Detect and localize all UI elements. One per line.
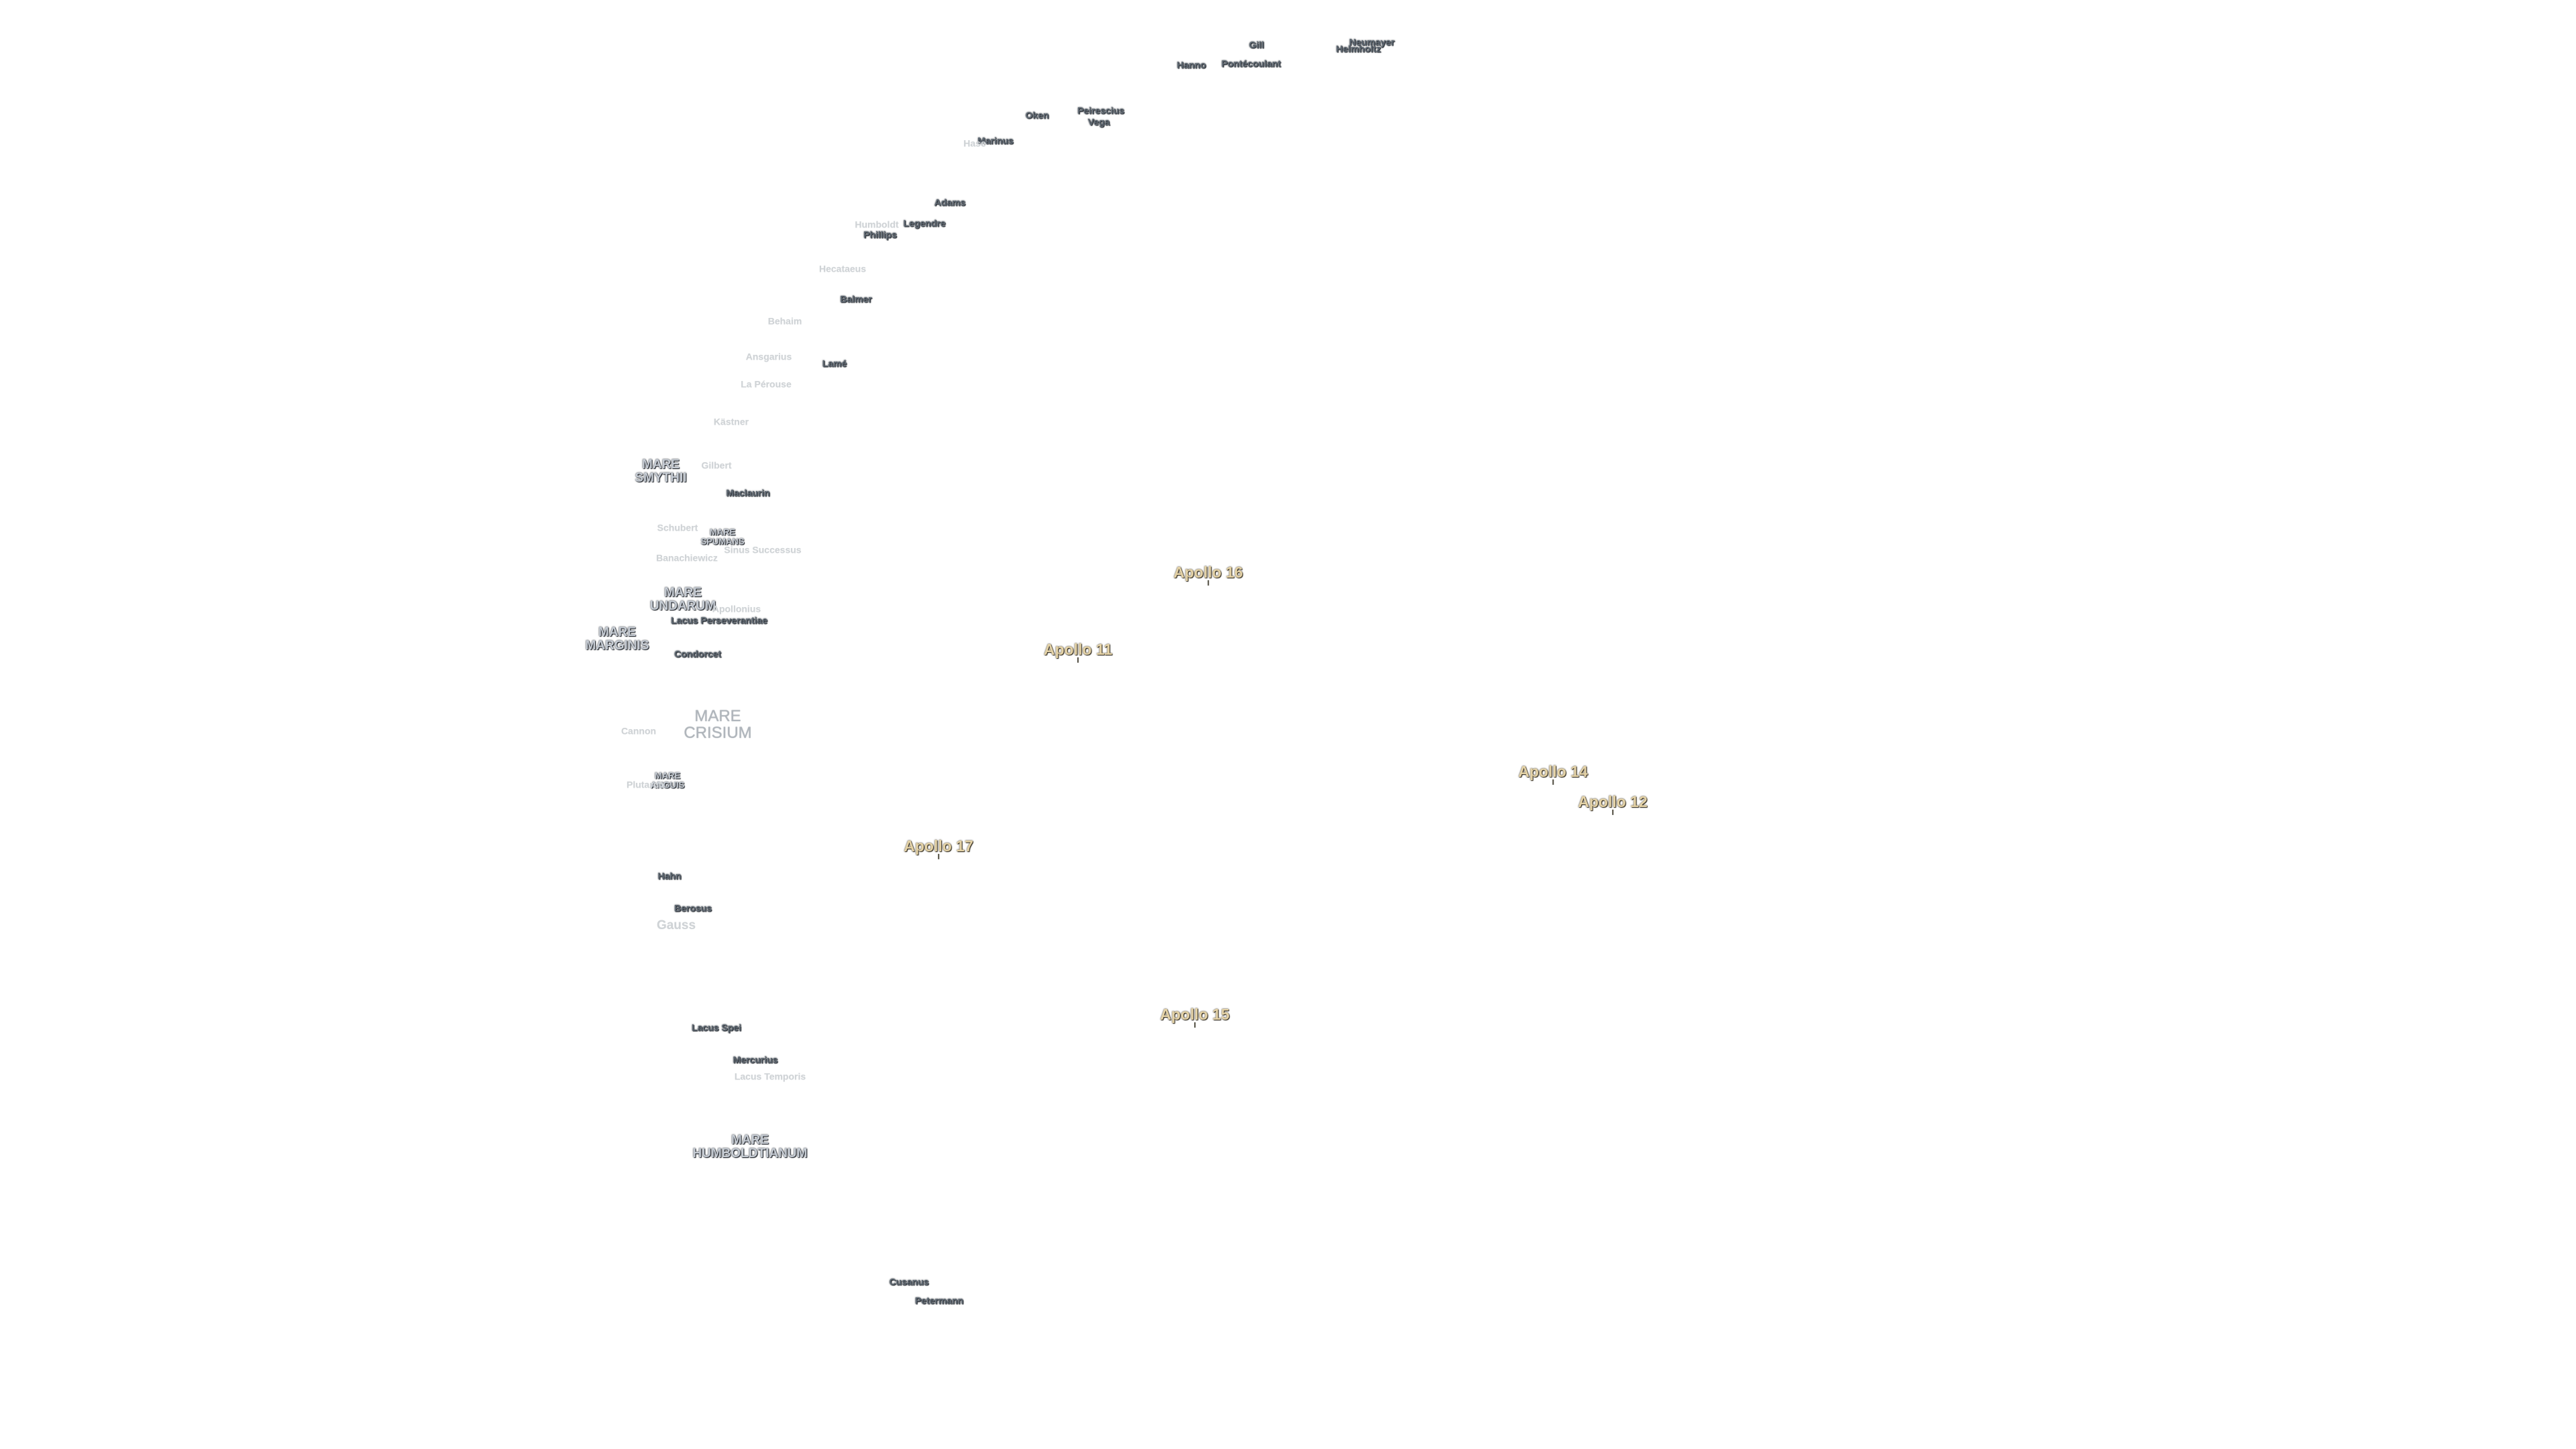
- landing-site-label: Apollo 16: [1173, 563, 1243, 581]
- crater-label-pontecoulant[interactable]: Pontécoulant: [1221, 58, 1281, 69]
- crater-label-hase[interactable]: Hase: [963, 138, 986, 149]
- crater-label-lacus-temporis[interactable]: Lacus Temporis: [734, 1071, 806, 1082]
- crater-label-kastner[interactable]: Kästner: [713, 416, 749, 427]
- crater-label-ansgarius[interactable]: Ansgarius: [745, 351, 792, 362]
- crater-label-hahn[interactable]: Hahn: [657, 870, 682, 881]
- landing-site-marker-icon: [1611, 810, 1613, 815]
- landing-site-apollo-15[interactable]: Apollo 15: [1160, 1006, 1230, 1028]
- crater-label-phillips[interactable]: Phillips: [863, 229, 897, 240]
- landing-site-marker-icon: [1077, 657, 1079, 663]
- crater-label-oken[interactable]: Oken: [1025, 109, 1049, 121]
- crater-label-schubert[interactable]: Schubert: [657, 522, 698, 533]
- crater-label-berosus[interactable]: Berosus: [674, 902, 712, 914]
- landing-site-label: Apollo 11: [1043, 640, 1113, 658]
- crater-label-vega[interactable]: Vega: [1087, 116, 1110, 127]
- crater-label-lacus-spei[interactable]: Lacus Spei: [692, 1022, 741, 1033]
- crater-label-cannon[interactable]: Cannon: [621, 725, 657, 737]
- crater-label-humboldt[interactable]: Humboldt: [855, 219, 899, 230]
- crater-label-helmholtz[interactable]: Helmholtz: [1336, 43, 1381, 54]
- crater-label-sinus-successus[interactable]: Sinus Successus: [724, 544, 802, 555]
- crater-label-apollonius[interactable]: Apollonius: [712, 603, 761, 614]
- landing-site-marker-icon: [1207, 580, 1209, 586]
- crater-label-lame[interactable]: Lamé: [822, 358, 847, 369]
- crater-label-mercurius[interactable]: Mercurius: [733, 1054, 778, 1065]
- landing-site-marker-icon: [1193, 1022, 1195, 1028]
- landing-site-label: Apollo 15: [1160, 1005, 1230, 1023]
- crater-label-gill[interactable]: Gill: [1248, 39, 1265, 50]
- crater-label-maclaurin[interactable]: Maclaurin: [726, 487, 770, 498]
- crater-label-condorcet[interactable]: Condorcet: [674, 648, 721, 659]
- landing-site-label: Apollo 12: [1578, 792, 1648, 810]
- crater-label-plutarch[interactable]: Plutarch: [626, 779, 665, 790]
- landing-site-label: Apollo 17: [904, 837, 973, 855]
- crater-label-cusanus[interactable]: Cusanus: [889, 1276, 929, 1287]
- crater-label-peirescius[interactable]: Peirescius: [1077, 105, 1125, 116]
- crater-label-behaim[interactable]: Behaim: [767, 315, 802, 327]
- crater-label-la-perouse[interactable]: La Pérouse: [741, 378, 792, 390]
- crater-label-adams[interactable]: Adams: [934, 197, 966, 208]
- landing-site-apollo-17[interactable]: Apollo 17: [904, 838, 973, 859]
- landing-site-label: Apollo 14: [1518, 762, 1588, 780]
- landing-site-apollo-11[interactable]: Apollo 11: [1044, 641, 1112, 663]
- crater-label-petermann[interactable]: Petermann: [914, 1295, 964, 1306]
- landing-site-marker-icon: [1552, 780, 1554, 785]
- crater-label-marinus[interactable]: Marinus: [977, 135, 1014, 146]
- crater-label-neumayer[interactable]: Neumayer: [1349, 36, 1395, 48]
- crater-label-hanno[interactable]: Hanno: [1177, 59, 1206, 70]
- landing-site-apollo-16[interactable]: Apollo 16: [1173, 564, 1243, 586]
- crater-label-legendre[interactable]: Legendre: [903, 217, 946, 229]
- crater-label-gauss[interactable]: Gauss: [656, 918, 696, 933]
- crater-label-balmer[interactable]: Balmer: [840, 293, 872, 305]
- crater-label-lacus-perseverantiae[interactable]: Lacus Perseverantiae: [671, 614, 767, 626]
- landing-site-apollo-12[interactable]: Apollo 12: [1578, 794, 1648, 815]
- landing-site-marker-icon: [937, 854, 939, 859]
- landing-site-apollo-14[interactable]: Apollo 14: [1518, 763, 1588, 785]
- crater-label-banachiewicz[interactable]: Banachiewicz: [656, 552, 718, 564]
- crater-label-hecataeus[interactable]: Hecataeus: [818, 263, 867, 274]
- crater-label-gilbert[interactable]: Gilbert: [701, 460, 732, 471]
